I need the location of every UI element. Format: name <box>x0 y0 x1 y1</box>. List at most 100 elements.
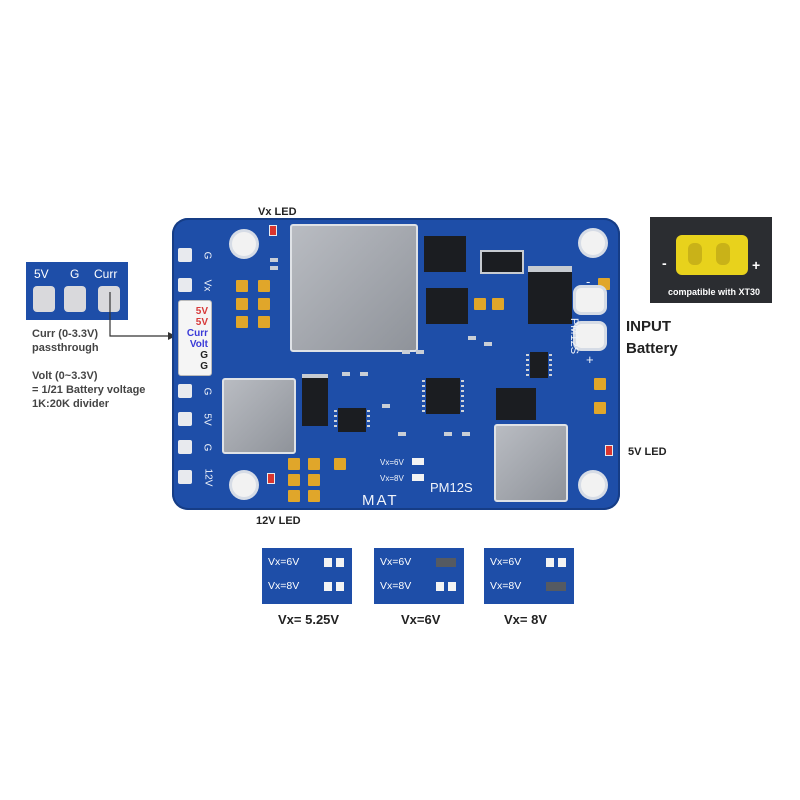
edge-pad-label-1: G <box>201 251 213 260</box>
connector-pin-1: 5V <box>195 306 208 317</box>
config-2-pad8-a <box>436 582 444 591</box>
edge-pad-label-2: Vx <box>201 279 213 292</box>
config-1-pad8-b <box>336 582 344 591</box>
regulator <box>528 266 572 324</box>
passive-2 <box>270 266 278 270</box>
config-3-bridge8 <box>546 582 566 591</box>
curr-note-line2: passthrough <box>32 342 99 354</box>
pinout-pad-curr <box>98 286 120 312</box>
minus-mark: - <box>586 274 591 289</box>
silk-vx6: Vx=6V <box>380 458 404 467</box>
xt30-pin-right <box>716 243 730 265</box>
pinout-pad-5v <box>33 286 55 312</box>
mosfet-top <box>424 236 466 272</box>
passive-11 <box>398 432 406 436</box>
diode-top <box>480 250 524 274</box>
edge-pad-2 <box>178 278 192 292</box>
edge-pad-1 <box>178 248 192 262</box>
config-1-row1: Vx=6V <box>268 556 300 568</box>
config-panel-1: Vx=6V Vx=8V <box>262 548 352 604</box>
cap-16 <box>594 378 606 390</box>
cap-12 <box>308 458 320 470</box>
five-v-led-label: 5V LED <box>628 446 667 458</box>
small-ic-right <box>526 352 552 378</box>
xt30-body <box>676 235 748 275</box>
main-inductor <box>290 224 418 352</box>
pinout-label-g: G <box>70 267 80 281</box>
passive-7 <box>468 336 476 340</box>
mount-hole-br <box>581 473 605 497</box>
config-3-caption: Vx= 8V <box>504 612 548 627</box>
cap-9 <box>288 458 300 470</box>
left-inductor <box>222 378 296 454</box>
pinout-pad-g <box>64 286 86 312</box>
config-panel-2: Vx=6V Vx=8V <box>374 548 464 604</box>
vx-led <box>270 226 276 235</box>
silk-jumper-6 <box>412 458 424 465</box>
curr-note-line1: Curr (0-3.3V) <box>32 328 99 340</box>
twelve-v-led-label: 12V LED <box>256 515 301 527</box>
twelve-v-led <box>268 474 274 483</box>
right-inductor <box>494 424 568 502</box>
cap-3 <box>236 298 248 310</box>
silk-model: PM12S <box>430 480 473 495</box>
edge-pad-label-6: 12V <box>202 468 214 487</box>
vx-led-label: Vx LED <box>258 206 297 218</box>
mount-hole-tr <box>581 231 605 255</box>
mosfet-right <box>496 388 536 420</box>
plus-mark: + <box>586 352 594 367</box>
input-label: INPUT Battery <box>626 316 678 360</box>
config-2-caption: Vx=6V <box>401 612 441 627</box>
cap-4 <box>258 298 270 310</box>
silk-side-model: PM12S <box>568 317 581 355</box>
mosfet-left <box>302 374 328 426</box>
mount-hole-tl <box>232 232 256 256</box>
config-3-row1: Vx=6V <box>490 556 522 568</box>
edge-pad-label-5: G <box>201 443 213 452</box>
volt-note-line2: = 1/21 Battery voltage <box>32 384 146 396</box>
connector-pin-3: Curr <box>186 328 208 339</box>
xt30-plus: + <box>752 257 761 273</box>
config-1-pad6-b <box>336 558 344 567</box>
passive-9 <box>444 432 452 436</box>
cap-7 <box>474 298 486 310</box>
config-3-pad6-a <box>546 558 554 567</box>
pinout-diagram: 5V G Curr <box>26 262 128 320</box>
cap-18 <box>598 278 610 290</box>
cap-5 <box>236 316 248 328</box>
silk-jumper-8 <box>412 474 424 481</box>
config-panel-3: Vx=6V Vx=8V <box>484 548 574 604</box>
config-2-pad8-b <box>448 582 456 591</box>
connector-pin-6: G <box>200 361 208 372</box>
passive-8 <box>484 342 492 346</box>
xt30-connector-photo: - + compatible with XT30 <box>650 217 772 303</box>
config-1-pad6-a <box>324 558 332 567</box>
cap-11 <box>288 490 300 502</box>
controller-ic <box>334 408 370 432</box>
edge-pad-3 <box>178 384 192 398</box>
input-line2: Battery <box>626 340 678 357</box>
passive-3 <box>342 372 350 376</box>
connector-pin-4: Volt <box>189 339 208 350</box>
passive-1 <box>270 258 278 262</box>
silk-vx8: Vx=8V <box>380 474 404 483</box>
config-2-row1: Vx=6V <box>380 556 412 568</box>
mosfet-mid <box>426 288 468 324</box>
passive-12 <box>382 404 390 408</box>
current-sense-ic <box>422 378 464 414</box>
passive-5 <box>402 350 410 354</box>
jst-connector: 5V 5V Curr Volt G G <box>178 300 212 376</box>
cap-8 <box>492 298 504 310</box>
curr-note: Curr (0-3.3V) passthrough <box>32 327 99 355</box>
xt30-caption: compatible with XT30 <box>668 287 761 297</box>
pinout-label-5v: 5V <box>34 267 49 281</box>
battery-pad-plus <box>576 324 604 348</box>
passive-4 <box>360 372 368 376</box>
config-2-bridge6 <box>436 558 456 567</box>
xt30-pin-left <box>688 243 702 265</box>
cap-17 <box>594 402 606 414</box>
edge-pad-4 <box>178 412 192 426</box>
volt-note-line3: 1K:20K divider <box>32 398 110 410</box>
five-v-led <box>606 446 612 455</box>
pinout-label-curr: Curr <box>94 267 118 281</box>
